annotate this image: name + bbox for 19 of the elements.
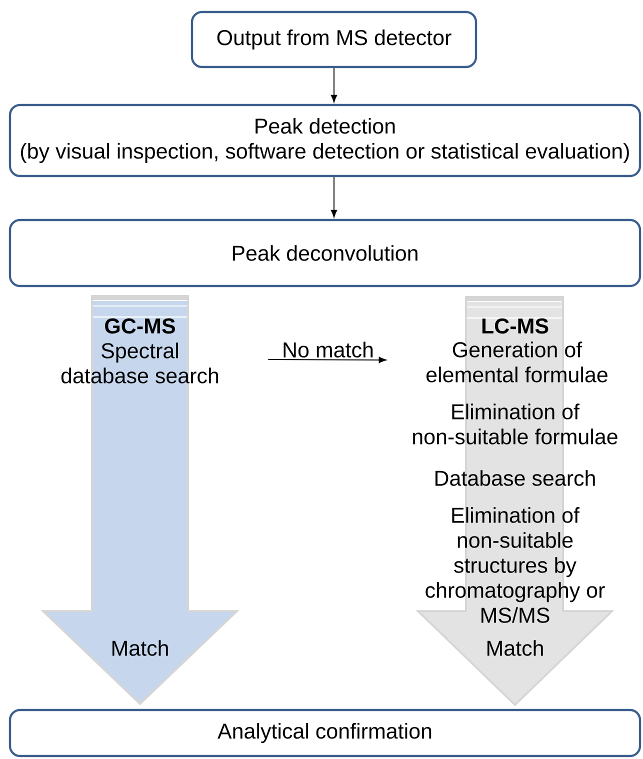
step-text: Generation of elemental formulae xyxy=(426,342,608,382)
process-box: Peak deconvolution xyxy=(8,218,642,288)
arrow xyxy=(268,356,386,364)
arrow xyxy=(330,68,338,102)
arrow xyxy=(330,176,338,218)
edge-label: No match xyxy=(281,340,375,359)
block-arrow xyxy=(416,296,614,706)
step-text: Match xyxy=(112,640,168,656)
process-box: Peak detection (by visual inspection, software detection or statistical evaluation) xyxy=(8,104,642,178)
step-text: Spectral database search xyxy=(61,342,218,384)
step-text: Elimination of non-suitable formulae xyxy=(413,404,618,444)
method-heading: GC-MS xyxy=(105,318,175,334)
method-heading: LC-MS xyxy=(482,318,548,334)
step-text: Elimination of non-suitable structures by chromatography or MS/MS xyxy=(426,507,605,623)
step-text: Match xyxy=(488,640,543,656)
step-text: Database search xyxy=(436,470,595,486)
process-box: Analytical confirmation xyxy=(8,708,642,758)
block-arrow xyxy=(40,295,240,706)
process-box: Output from MS detector xyxy=(190,10,478,68)
